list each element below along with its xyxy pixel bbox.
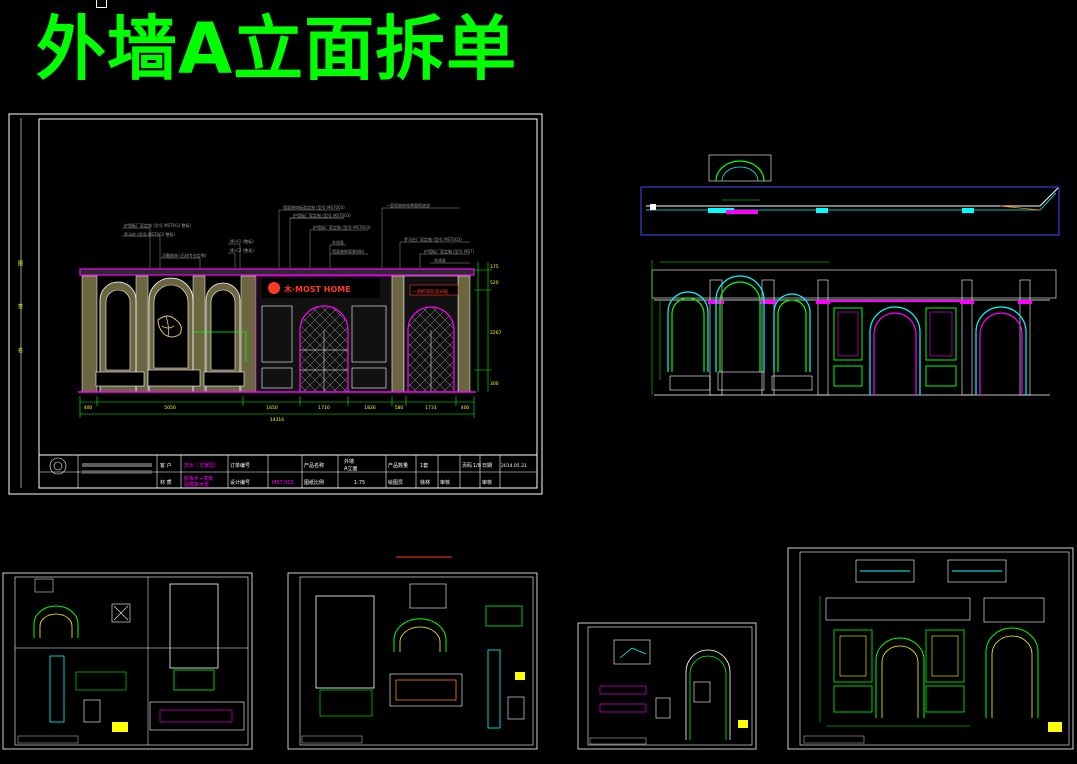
- svg-text:罗马柱厂家定制 (型号 MST003): 罗马柱厂家定制 (型号 MST003): [404, 236, 462, 242]
- tb-scale-label: 图纸比例: [304, 479, 324, 486]
- tb-date-value: 2014.05.31: [501, 463, 527, 469]
- plan-view: [640, 154, 1060, 236]
- tb-material-value-1: 胶板木+发板: [184, 475, 213, 482]
- svg-text:墙面装饰板面定制 (型号 MST003): 墙面装饰板面定制 (型号 MST003): [283, 204, 345, 210]
- tb-page-label: 页码: [462, 462, 472, 469]
- tb-product-value-1: 外墙: [344, 458, 354, 465]
- svg-text:墙面装饰背景材料: 墙面装饰背景材料: [332, 248, 364, 254]
- dim-8: 400: [461, 405, 470, 411]
- sign-logo-text: 木·MOST HOME: [283, 284, 351, 294]
- tb-page-value: 1/8: [473, 463, 481, 469]
- tb-design-label: 设计编号: [230, 479, 250, 486]
- drawing-title: 外墙A立面拆单: [36, 8, 518, 90]
- title-block: 客 户 材 质 订单编号 设计编号 产品名称 图纸比例 产品数量 绘图员 页码 …: [39, 455, 537, 488]
- detail-sheet-4: [787, 547, 1074, 750]
- tb-order-label: 订单编号: [230, 462, 250, 469]
- tb-approve-label: 审核: [482, 479, 492, 486]
- dim-1: 400: [84, 405, 93, 411]
- tb-qty-value: 1套: [420, 462, 428, 469]
- svg-text:一面墙装修效果图纸底部: 一面墙装修效果图纸底部: [386, 202, 430, 208]
- detail-sheet-3: [577, 622, 757, 750]
- tb-material-value-2: 贴膜板木皮: [184, 481, 209, 488]
- dim-4: 1710: [318, 405, 330, 411]
- svg-text:罗马柱 (型号 MST003 整板): 罗马柱 (型号 MST003 整板): [124, 231, 175, 237]
- svg-text:浮雕装饰 (石材专业定制): 浮雕装饰 (石材专业定制): [162, 252, 207, 258]
- tb-drawn-value: 徐林: [420, 479, 430, 486]
- corner-mark: [96, 0, 107, 8]
- svg-text:名: 名: [18, 347, 23, 354]
- svg-text:护墙板厂家定制 (型号 MST): 护墙板厂家定制 (型号 MST): [424, 248, 475, 254]
- svg-text:护墙板厂家定制 (型号 MST003): 护墙板厂家定制 (型号 MST003): [293, 212, 351, 218]
- svg-text:护墙板厂家定制 (型号 MST003 整板): 护墙板厂家定制 (型号 MST003 整板): [124, 222, 191, 228]
- dim-5: 1826: [364, 405, 376, 411]
- tb-client-label: 客 户: [160, 462, 172, 469]
- height-dim-3: 2267: [490, 330, 502, 336]
- elevation-drawing: 木·MOST HOME 一请抓领欢迎光临: [78, 202, 502, 423]
- tb-client-value: 苏州（方家园）: [184, 462, 219, 469]
- total-dim: 14316: [270, 417, 284, 423]
- height-dim-2: 520: [490, 280, 499, 286]
- height-dim-4: 300: [490, 381, 499, 387]
- svg-text:护墙板厂家定制 (型号 MST003): 护墙板厂家定制 (型号 MST003): [313, 224, 371, 230]
- tb-check-label: 审核: [440, 479, 450, 486]
- detail-elevation: [651, 260, 1057, 396]
- height-dim-1: 175: [490, 264, 499, 270]
- detail-sheet-1: [2, 572, 253, 750]
- tb-material-label: 材 质: [160, 479, 172, 486]
- tb-product-label: 产品名称: [304, 462, 324, 469]
- svg-text:MI-A1 (整板): MI-A1 (整板): [230, 238, 254, 244]
- tb-design-value: MST 002: [272, 480, 294, 486]
- tb-drawn-label: 绘图员: [388, 479, 403, 486]
- tb-qty-label: 产品数量: [388, 462, 408, 469]
- svg-text:签: 签: [18, 303, 23, 310]
- tb-product-value-2: A立面: [344, 465, 357, 472]
- dim-2: 5050: [164, 405, 176, 411]
- detail-sheet-2: [287, 556, 538, 750]
- tb-scale-value: 1:75: [354, 480, 365, 486]
- dim-3: 1650: [266, 405, 278, 411]
- svg-text:木线条: 木线条: [434, 257, 446, 263]
- svg-text:木线条: 木线条: [332, 239, 344, 245]
- tb-date-label: 日期: [482, 463, 492, 469]
- svg-text:MI-C2 (整板): MI-C2 (整板): [230, 247, 254, 253]
- dim-7: 1731: [425, 405, 437, 411]
- dim-6: 580: [395, 405, 404, 411]
- svg-text:图: 图: [18, 261, 23, 267]
- main-sheet: 图 签 名: [8, 113, 543, 495]
- sign-right-text: 一请抓领欢迎光临: [412, 288, 448, 295]
